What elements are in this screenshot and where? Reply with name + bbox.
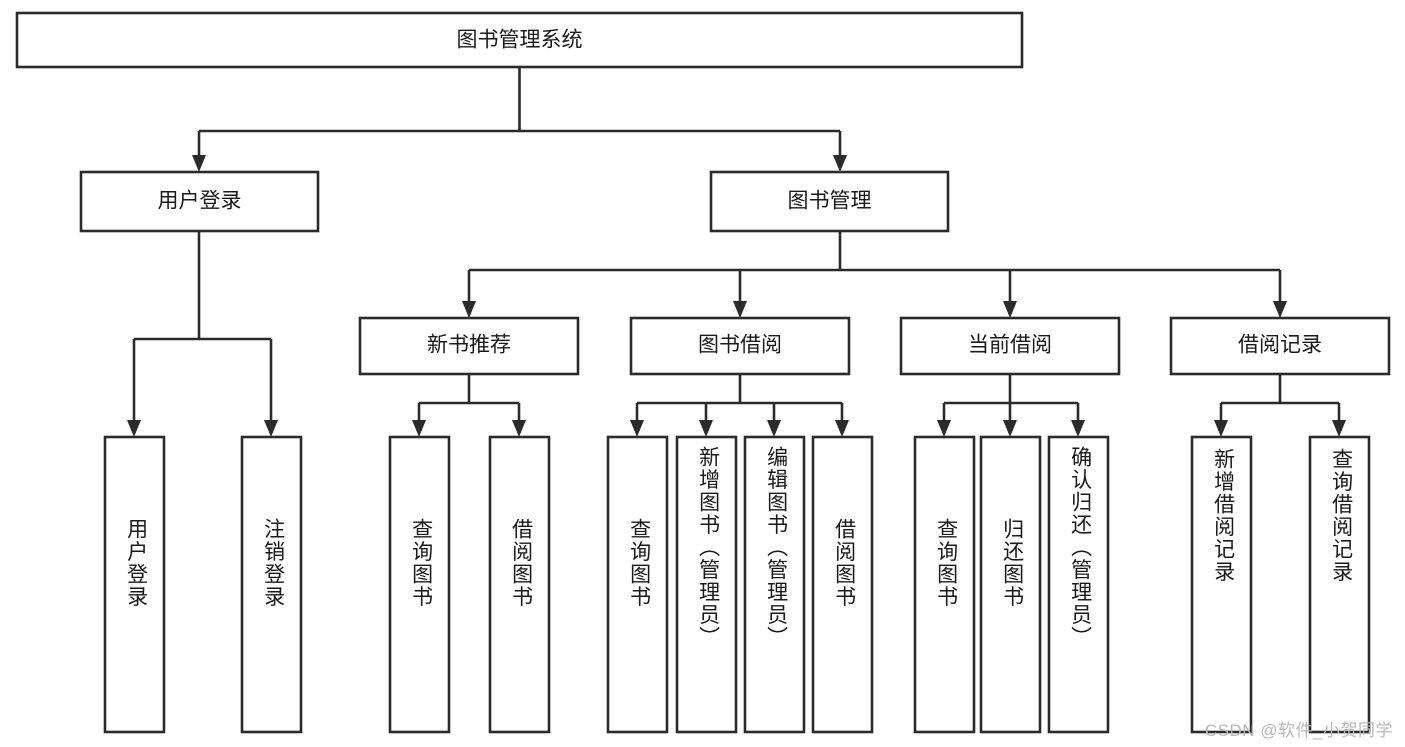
arrowhead-leaf-add-record [1214, 420, 1228, 437]
watermark: CSDN @软件_小贺同学 [1204, 721, 1393, 740]
node-leaf-user-login-box[interactable] [103, 435, 166, 734]
arrowhead-leaf-query-record [1332, 420, 1346, 437]
connector-layer [127, 67, 1346, 437]
node-leaf-add-book-box[interactable] [675, 435, 738, 734]
arrowhead-user-login [192, 155, 206, 172]
node-book-manage-label: 图书管理 [788, 190, 872, 213]
arrowhead-leaf-query-book-2 [630, 420, 644, 437]
node-user-login-box[interactable] [79, 170, 320, 233]
node-leaf-return-book-label: 归还图书 [1000, 518, 1024, 608]
node-leaf-query-record-box[interactable] [1308, 435, 1371, 734]
node-leaf-borrow-book-2-label: 借阅图书 [832, 518, 856, 608]
node-leaf-logout-box[interactable] [240, 435, 303, 734]
node-leaf-edit-book-label: 编辑图书（管理员） [764, 446, 788, 649]
node-book-borrow-box[interactable] [629, 316, 851, 376]
node-user-login-label: 用户登录 [158, 190, 242, 213]
node-leaf-confirm-return-box[interactable] [1047, 435, 1110, 734]
node-book-manage[interactable]: 图书管理 [709, 170, 950, 233]
node-leaf-edit-book-box[interactable] [743, 435, 806, 734]
node-leaf-logout-label: 注销登录 [261, 518, 285, 608]
node-new-book-recommend-label: 新书推荐 [427, 334, 511, 357]
node-book-borrow-label: 图书借阅 [698, 334, 782, 357]
node-leaf-borrow-book-2-box[interactable] [811, 435, 874, 734]
node-current-borrow-box[interactable] [899, 316, 1121, 376]
arrowhead-leaf-borrow-book-2 [835, 420, 849, 437]
node-leaf-add-record-box[interactable] [1190, 435, 1253, 734]
arrowhead-leaf-logout [264, 420, 278, 437]
node-leaf-query-record-label: 查询借阅记录 [1329, 448, 1353, 583]
node-leaf-add-book-label: 新增图书（管理员） [696, 446, 720, 649]
arrowhead-leaf-user-login [127, 420, 141, 437]
node-borrow-record[interactable]: 借阅记录 [1169, 316, 1391, 376]
arrowhead-leaf-query-book-1 [412, 420, 426, 437]
arrowhead-leaf-add-book [699, 420, 713, 437]
node-layer: 图书管理系统 用户登录 图书管理 新书推荐 图书借阅 当前 [15, 11, 1391, 734]
node-borrow-record-box[interactable] [1169, 316, 1391, 376]
node-current-borrow[interactable]: 当前借阅 [899, 316, 1121, 376]
node-new-book-recommend[interactable]: 新书推荐 [358, 316, 580, 376]
node-leaf-user-login-label: 用户登录 [124, 518, 148, 608]
node-leaf-query-book-1-box[interactable] [388, 435, 451, 734]
node-new-book-recommend-box[interactable] [358, 316, 580, 376]
node-leaf-add-record-label: 新增借阅记录 [1211, 448, 1235, 583]
node-leaf-return-book-box[interactable] [979, 435, 1042, 734]
arrowhead-leaf-return-book [1003, 420, 1017, 437]
node-root[interactable]: 图书管理系统 [15, 11, 1024, 69]
arrowhead-book-borrow [733, 301, 747, 318]
arrowhead-leaf-borrow-book-1 [512, 420, 526, 437]
arrowhead-borrow-record [1273, 301, 1287, 318]
node-borrow-record-label: 借阅记录 [1238, 334, 1322, 357]
arrowhead-book-manage [833, 155, 847, 172]
node-leaf-confirm-return-label: 确认归还（管理员） [1068, 446, 1092, 649]
arrowhead-current-borrow [1003, 301, 1017, 318]
node-leaf-query-book-2-box[interactable] [606, 435, 669, 734]
node-leaf-borrow-book-1-label: 借阅图书 [509, 518, 533, 608]
arrowhead-leaf-confirm-return [1071, 420, 1085, 437]
node-leaf-borrow-book-1-box[interactable] [488, 435, 551, 734]
arrowhead-leaf-edit-book [767, 420, 781, 437]
node-leaf-query-book-2-label: 查询图书 [627, 518, 651, 608]
arrowhead-new-book-recommend [462, 301, 476, 318]
node-book-manage-box[interactable] [709, 170, 950, 233]
node-current-borrow-label: 当前借阅 [968, 334, 1052, 357]
node-leaf-query-book-1-label: 查询图书 [409, 518, 433, 608]
node-leaf-query-book-3-label: 查询图书 [934, 518, 958, 608]
node-leaf-query-book-3-box[interactable] [913, 435, 976, 734]
node-root-label: 图书管理系统 [457, 29, 583, 52]
node-user-login[interactable]: 用户登录 [79, 170, 320, 233]
node-root-box[interactable] [15, 11, 1024, 69]
node-book-borrow[interactable]: 图书借阅 [629, 316, 851, 376]
arrowhead-leaf-query-book-3 [937, 420, 951, 437]
